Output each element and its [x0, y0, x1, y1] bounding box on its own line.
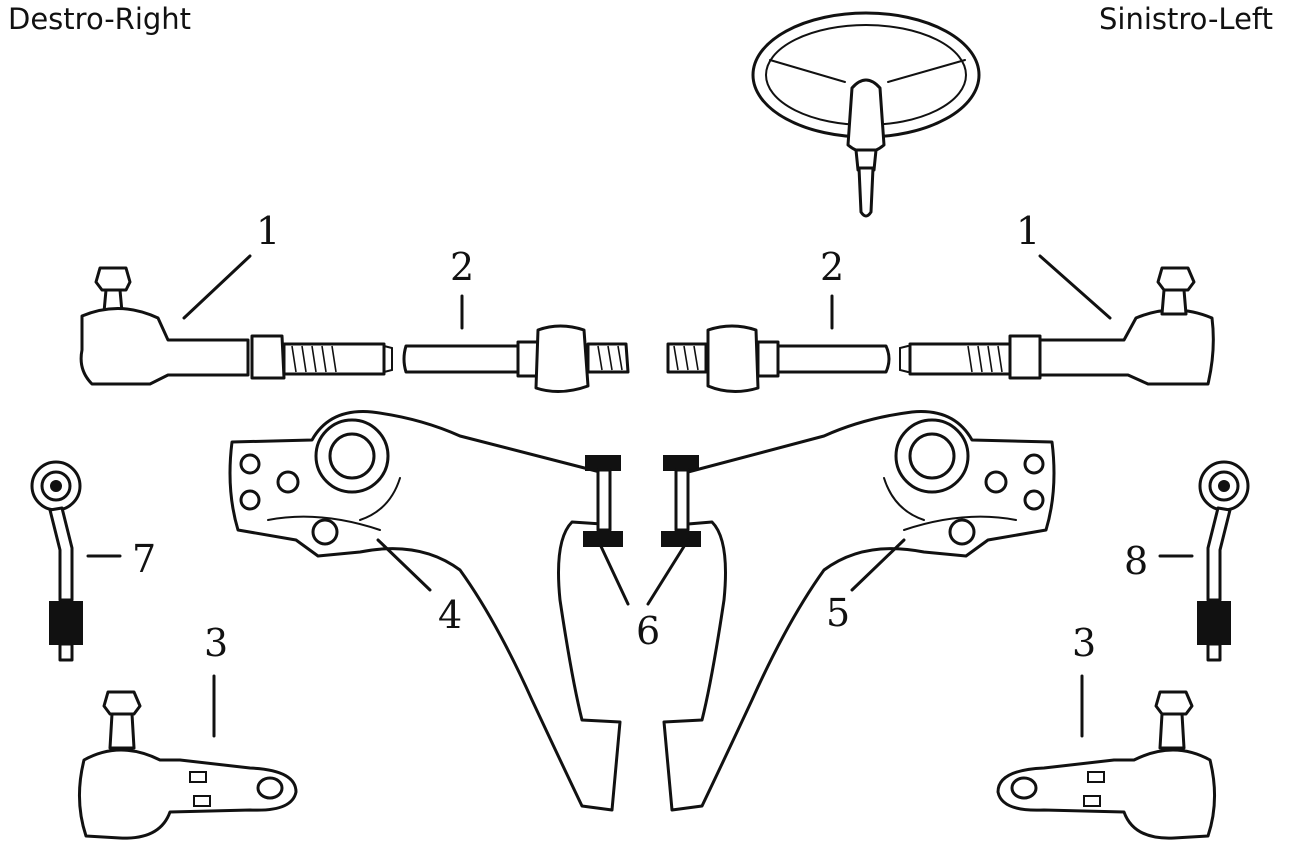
callout-8: 8 [1124, 539, 1148, 583]
steering-wheel [751, 11, 981, 218]
callout-2-right: 2 [450, 245, 474, 289]
bushing-left [661, 455, 701, 547]
leader-lines [86, 254, 1194, 738]
control-arm-left [662, 410, 1056, 812]
callout-3-right: 3 [204, 621, 228, 665]
callout-1-left: 1 [1016, 209, 1040, 253]
stabilizer-link-right [30, 460, 83, 662]
ball-joint-right [77, 690, 298, 840]
control-arm-right [228, 410, 622, 812]
callout-4: 4 [438, 593, 462, 637]
label-destro-right: Destro-Right [8, 2, 192, 36]
callout-3-left: 3 [1072, 621, 1096, 665]
tie-rod-right [402, 324, 630, 393]
tie-rod-end-left [899, 266, 1215, 386]
callout-5: 5 [826, 591, 850, 635]
bushing-right [583, 455, 623, 547]
callout-1-right: 1 [256, 209, 280, 253]
stabilizer-link-left [1197, 460, 1250, 662]
tie-rod-left [666, 324, 891, 393]
callout-6: 6 [636, 609, 660, 653]
label-sinistro-left: Sinistro-Left [1099, 2, 1273, 36]
callout-2-left: 2 [820, 245, 844, 289]
callout-7: 7 [132, 537, 156, 581]
tie-rod-end-right [79, 266, 393, 386]
ball-joint-left [996, 690, 1217, 840]
